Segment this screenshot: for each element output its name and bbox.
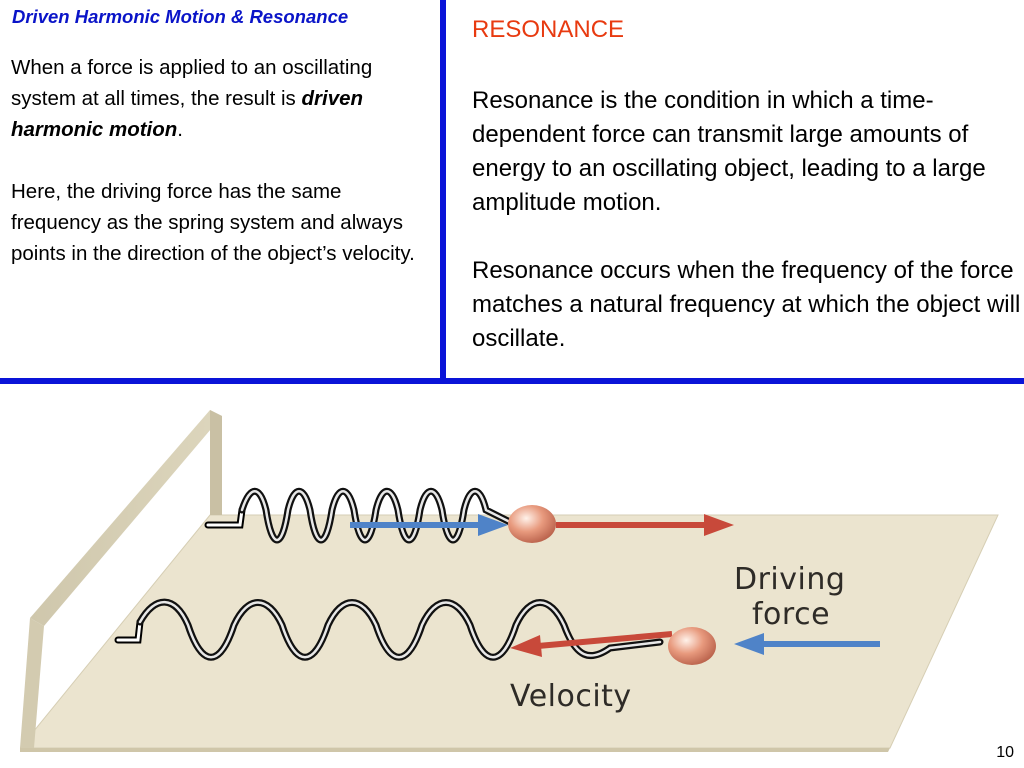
floor-edge xyxy=(20,748,890,752)
driving-force-label-line2: force xyxy=(752,597,830,632)
vertical-divider xyxy=(440,0,446,384)
velocity-label: Velocity xyxy=(510,679,632,714)
lower-mass xyxy=(668,627,716,665)
lower-velocity-arrow xyxy=(734,633,880,655)
back-wall-face xyxy=(210,410,222,515)
left-text-block: When a force is applied to an oscillatin… xyxy=(11,52,436,300)
lower-spring xyxy=(114,598,664,661)
back-wall-side xyxy=(20,618,44,748)
right-paragraph-2: Resonance occurs when the frequency of t… xyxy=(472,257,1021,352)
left-panel: Driven Harmonic Motion & Resonance When … xyxy=(0,0,440,380)
upper-velocity-arrow xyxy=(350,514,508,536)
left-paragraph-2: Here, the driving force has the same fre… xyxy=(11,180,415,265)
right-panel: RESONANCE Resonance is the condition in … xyxy=(446,0,1024,378)
floor-plane xyxy=(20,514,999,749)
page-number: 10 xyxy=(996,744,1014,761)
spring-diagram: Driving force Velocity xyxy=(20,400,1010,752)
lower-force-arrow xyxy=(510,631,673,657)
resonance-heading: RESONANCE xyxy=(472,16,625,43)
left-p1-emphasis: driven harmonic motion xyxy=(11,87,364,141)
upper-mass xyxy=(508,505,556,543)
left-p1-end: . xyxy=(177,118,183,141)
right-text-block: Resonance is the condition in which a ti… xyxy=(472,84,1022,390)
slide-title: Driven Harmonic Motion & Resonance xyxy=(12,6,349,27)
back-wall xyxy=(30,410,222,626)
left-paragraph-1: When a force is applied to an oscillatin… xyxy=(11,52,436,145)
horizontal-divider xyxy=(0,378,1024,384)
left-p1-text: When a force is applied to an oscillatin… xyxy=(11,56,373,110)
driving-force-label-line1: Driving xyxy=(734,562,845,597)
upper-force-arrow xyxy=(556,514,734,536)
right-paragraph-1: Resonance is the condition in which a ti… xyxy=(472,87,986,216)
